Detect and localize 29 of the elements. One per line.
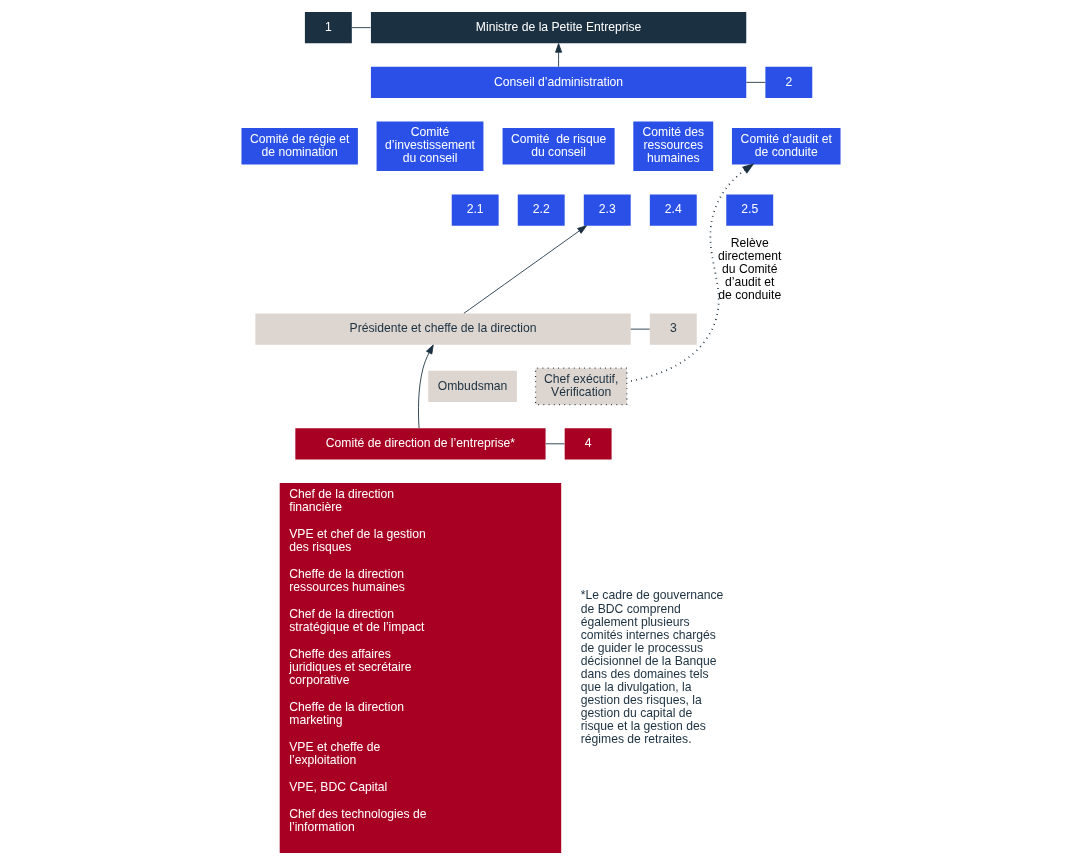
node-box: 2.3 (583, 194, 631, 226)
connector (745, 81, 766, 83)
node-box: Conseil d’administration (370, 66, 746, 98)
node-box: Présidente et cheffe de la direction (254, 313, 631, 345)
node-box: Comité d’audit et de conduite (731, 128, 840, 165)
arrow (417, 344, 434, 429)
node-box: Comité de régie et de nomination (241, 128, 358, 165)
edge-label: Relève directement du Comité d’audit et de conduite (717, 235, 781, 302)
node-box: 4 (564, 428, 612, 460)
node-box: 2.1 (451, 194, 499, 226)
node-box: 2.4 (649, 194, 697, 226)
node-box: Comité de risque du conseil (502, 128, 615, 165)
connector (351, 27, 371, 29)
node-box: Ombudsman (427, 370, 517, 403)
node-box: Comité d’investissement du conseil (376, 121, 483, 171)
node-box: 2 (764, 66, 812, 98)
node-box: 3 (649, 313, 697, 345)
arrow (463, 225, 587, 314)
label: *Le cadre de gouvernance de BDC comprend également plusieurs comités internes chargés de guider le processus décisionnel de la Banque dans des domaines tels que la divulgation, la gestion des risques, la gestion du capital de risque et la gestion des régimes de retraites. (580, 588, 723, 746)
node-box: Ministre de la Petite Entreprise (370, 12, 746, 44)
node-box: 1 (304, 12, 352, 44)
connector (544, 443, 565, 445)
arrow (554, 43, 562, 68)
node-box: 2.2 (517, 194, 565, 226)
node-box: Comité de direction de l’entreprise* (294, 428, 546, 460)
node-box: Chef de la direction financière VPE et chef de la gestion des risques Cheffe de la direction ressources humaines Chef de la direction stratégique et de l’impact Cheffe des affaires juridiques et secrétaire corporative Cheffe de la direction marketing VPE et cheffe de l’exploitation VPE, BDC Capital Chef des technologies de l’information (279, 482, 561, 853)
node-box: 2.5 (725, 194, 773, 226)
node-box: Comité des ressources humaines (632, 121, 713, 171)
node-box: Chef exécutif, Vérification (534, 367, 627, 406)
